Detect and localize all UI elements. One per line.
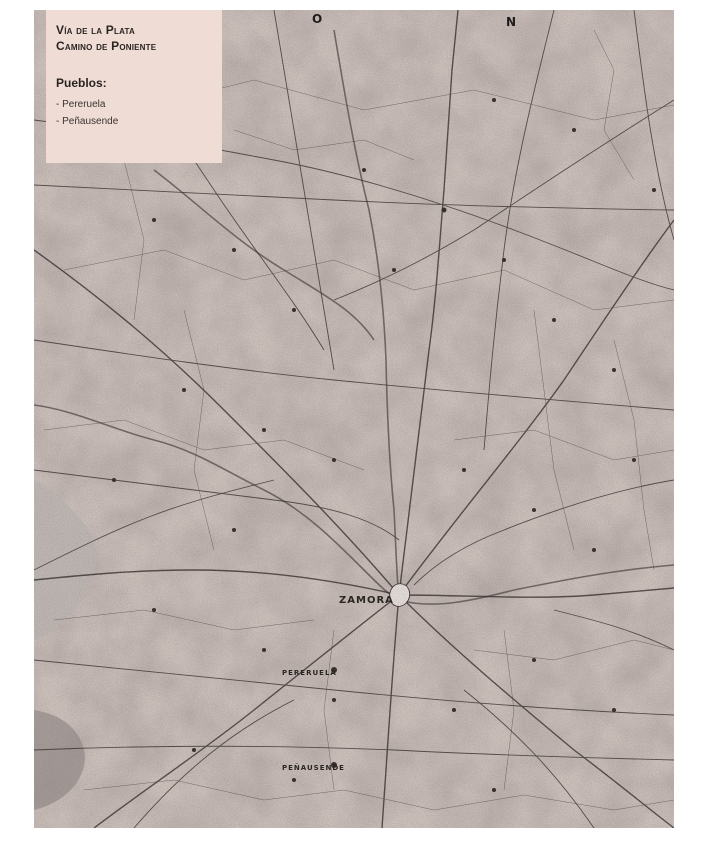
legend-title-line-1: Vía de la Plata [56, 23, 135, 37]
legend-pueblo-item: - Peñausende [56, 116, 119, 127]
legend-title-line-2: Camino de Poniente [56, 39, 157, 53]
map-frame[interactable]: ZAMORA PERERUELA PEÑAUSENDE O N Vía de l… [34, 10, 674, 828]
legend-pueblos-list: - Pereruela - Peñausende [56, 96, 212, 130]
place-label-pereruela: PERERUELA [282, 669, 337, 677]
map-canvas[interactable]: ZAMORA PERERUELA PEÑAUSENDE O N [34, 10, 674, 828]
place-label-zamora: ZAMORA [339, 595, 394, 606]
compass-north: N [506, 15, 516, 29]
legend-pueblo-item: - Pereruela [56, 99, 106, 110]
place-label-penausende: PEÑAUSENDE [282, 763, 345, 772]
compass-west: O [312, 12, 322, 26]
map-legend: Vía de la Plata Camino de Poniente Puebl… [46, 10, 222, 163]
legend-pueblos-heading: Pueblos: [56, 76, 107, 90]
